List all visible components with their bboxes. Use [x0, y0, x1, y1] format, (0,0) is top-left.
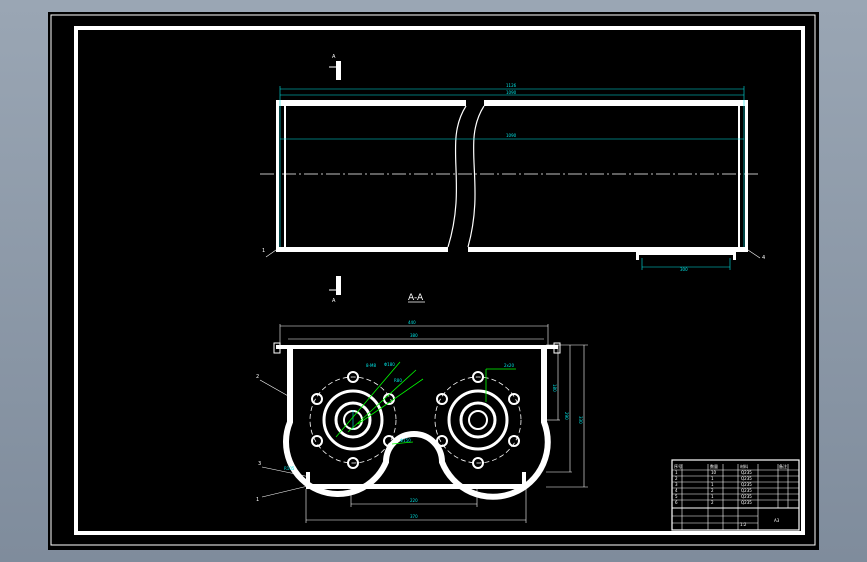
dim-overall: 1126: [506, 83, 517, 88]
svg-text:2: 2: [711, 488, 714, 493]
svg-text:2: 2: [675, 476, 678, 481]
section-label: A-A: [408, 293, 424, 303]
base-plate: [306, 484, 526, 489]
note-x: R105: [284, 466, 295, 471]
callout-3: 3: [258, 461, 261, 467]
cad-drawing: A A 1126 1090 1090 300: [50, 14, 816, 546]
note-bolts: 8-M8: [366, 363, 376, 368]
svg-text:Q235: Q235: [741, 482, 752, 487]
svg-text:6: 6: [675, 500, 678, 505]
dim-mid: 1090: [506, 133, 517, 138]
svg-text:1: 1: [711, 494, 714, 499]
dim-right-2: 290: [564, 412, 569, 420]
cut-mark-bottom: [336, 276, 341, 295]
left-flange-pattern: [309, 371, 397, 469]
svg-text:3: 3: [675, 482, 678, 487]
callout-left: 1: [262, 248, 265, 254]
leader-1: [335, 361, 401, 438]
svg-text:备注: 备注: [779, 463, 787, 469]
left-wall: [276, 100, 279, 252]
callout-2: 2: [256, 374, 259, 380]
scale-text: 1:2: [740, 522, 747, 527]
svg-text:4: 4: [675, 488, 678, 493]
dim-right-1: 180: [552, 384, 557, 392]
svg-text:Q235: Q235: [741, 500, 752, 505]
callout-right: 4: [762, 255, 765, 261]
bottom-wall-left: [276, 247, 448, 252]
title-block: 1 10 Q235 2 1 Q235 3 1 Q235 4 2 Q235 5 1…: [671, 459, 800, 531]
top-wall-left: [276, 100, 466, 106]
leader-3: [357, 378, 424, 425]
dim-bottom-inner: 220: [410, 498, 418, 503]
top-view: A A 1126 1090 1090 300: [260, 54, 765, 304]
note-d: Φ150: [400, 438, 411, 443]
svg-text:2: 2: [711, 500, 714, 505]
svg-text:序号: 序号: [674, 463, 682, 469]
svg-text:数量: 数量: [710, 463, 718, 469]
cut-mark-top-label: A: [332, 54, 336, 60]
bottom-wall-right: [468, 247, 748, 252]
dim-foot: 300: [680, 267, 688, 272]
svg-text:Q235: Q235: [741, 476, 752, 481]
note-r: R80: [394, 378, 402, 383]
svg-text:1: 1: [711, 482, 714, 487]
svg-text:1: 1: [711, 476, 714, 481]
cut-mark-top: [336, 61, 341, 80]
cut-mark-bottom-label: A: [332, 298, 336, 304]
svg-text:Q235: Q235: [741, 494, 752, 499]
leader-2: [347, 369, 417, 433]
callout-1: 1: [256, 497, 259, 503]
top-wall-right: [484, 100, 748, 106]
svg-text:Q235: Q235: [741, 470, 752, 475]
drawing-sheet: A A 1126 1090 1090 300: [48, 12, 819, 550]
svg-text:材料: 材料: [740, 463, 748, 469]
note-circle: Φ180: [384, 362, 395, 367]
svg-text:5: 5: [675, 494, 678, 499]
dim-top-inner: 380: [410, 333, 418, 338]
dim-bottom-outer: 370: [410, 514, 418, 519]
top-flange: [276, 345, 558, 349]
svg-text:1: 1: [675, 470, 678, 475]
dim-inner: 1090: [506, 90, 517, 95]
note-s: 2x20: [504, 363, 514, 368]
dim-top-outer: 440: [408, 320, 416, 325]
foot-plate: [636, 252, 736, 255]
dim-right-3: 330: [578, 416, 583, 424]
section-view: 8-M8 Φ180 R80 2x20 Φ150 R105 440 380 220…: [256, 320, 588, 523]
svg-text:Q235: Q235: [741, 488, 752, 493]
svg-text:10: 10: [711, 470, 717, 475]
right-flange-pattern: [434, 371, 522, 469]
outer-border: [50, 14, 816, 546]
inner-border: [74, 26, 805, 535]
sheet-size-text: A3: [774, 518, 780, 523]
break-line-right: [467, 105, 485, 248]
right-wall: [745, 100, 748, 252]
break-line-left: [447, 105, 467, 248]
